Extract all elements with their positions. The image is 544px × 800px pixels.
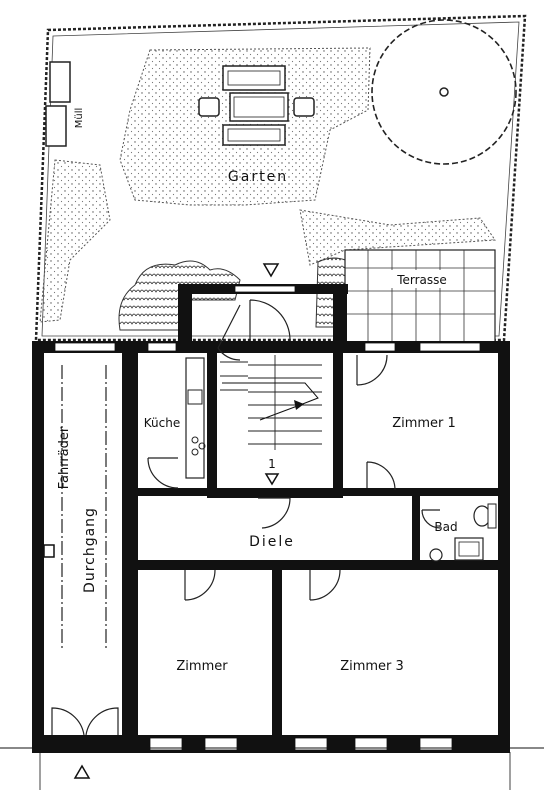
zimmer3-room: Zimmer 3	[309, 569, 404, 674]
diele-label: Diele	[249, 534, 295, 550]
bench-top	[222, 65, 286, 91]
bad-room: Bad	[421, 503, 497, 562]
garten-label: Garten	[228, 169, 288, 185]
kueche-room: Küche	[144, 357, 206, 489]
durchgang-label: Durchgang	[82, 507, 98, 593]
zimmer3-door[interactable]	[309, 569, 341, 601]
planting-bed-left	[39, 159, 111, 323]
diele-hall: Diele	[249, 497, 295, 550]
stair-arrow-icon	[222, 382, 319, 421]
muell-label: Müll	[74, 108, 85, 129]
zimmer1-room: Zimmer 1	[356, 354, 456, 491]
bench-bottom	[222, 124, 286, 146]
table-icon	[229, 92, 289, 122]
diele-stair-door[interactable]	[258, 497, 291, 529]
bad-label: Bad	[434, 520, 457, 534]
chair-icon	[293, 97, 315, 117]
tree-icon	[371, 19, 517, 165]
kueche-label: Küche	[144, 416, 180, 430]
waste-bin	[49, 61, 71, 103]
waste-bin	[45, 105, 67, 147]
terrace: Terrasse	[344, 249, 496, 343]
front-windows	[149, 737, 453, 751]
garden-door[interactable]	[217, 304, 241, 361]
shower-icon	[454, 537, 484, 561]
stairwell: 1	[217, 263, 333, 488]
entrance-door[interactable]	[48, 705, 120, 736]
stair-marker-icon	[264, 473, 280, 486]
zimmer-door[interactable]	[184, 569, 216, 601]
terrasse-label: Terrasse	[396, 273, 447, 287]
fahrraeder-label: Fahrräder	[57, 426, 72, 489]
kitchen-door[interactable]	[147, 457, 179, 489]
zimmer-label: Zimmer	[176, 659, 228, 674]
entrance-arrow-icon	[73, 764, 91, 779]
garden-entry-arrow-icon	[262, 263, 280, 278]
garden-area: Müll Garten Terrasse	[34, 14, 527, 343]
garden-hedge	[34, 14, 527, 342]
stair-door[interactable]	[249, 299, 291, 341]
chair-icon	[198, 97, 220, 117]
back-windows	[54, 285, 481, 352]
zimmer1-door[interactable]	[366, 461, 396, 491]
house-walls	[32, 284, 510, 753]
zimmer1-label: Zimmer 1	[392, 416, 456, 431]
planting-bed-right	[299, 209, 496, 266]
zimmer1-terrace-door[interactable]	[356, 354, 388, 386]
bad-door[interactable]	[421, 509, 441, 529]
sink-icon	[429, 548, 443, 562]
zimmer3-label: Zimmer 3	[340, 659, 404, 674]
durchgang-passage: Fahrräder Durchgang	[43, 365, 120, 736]
stair-number: 1	[268, 457, 276, 471]
zimmer-room: Zimmer	[176, 569, 228, 674]
